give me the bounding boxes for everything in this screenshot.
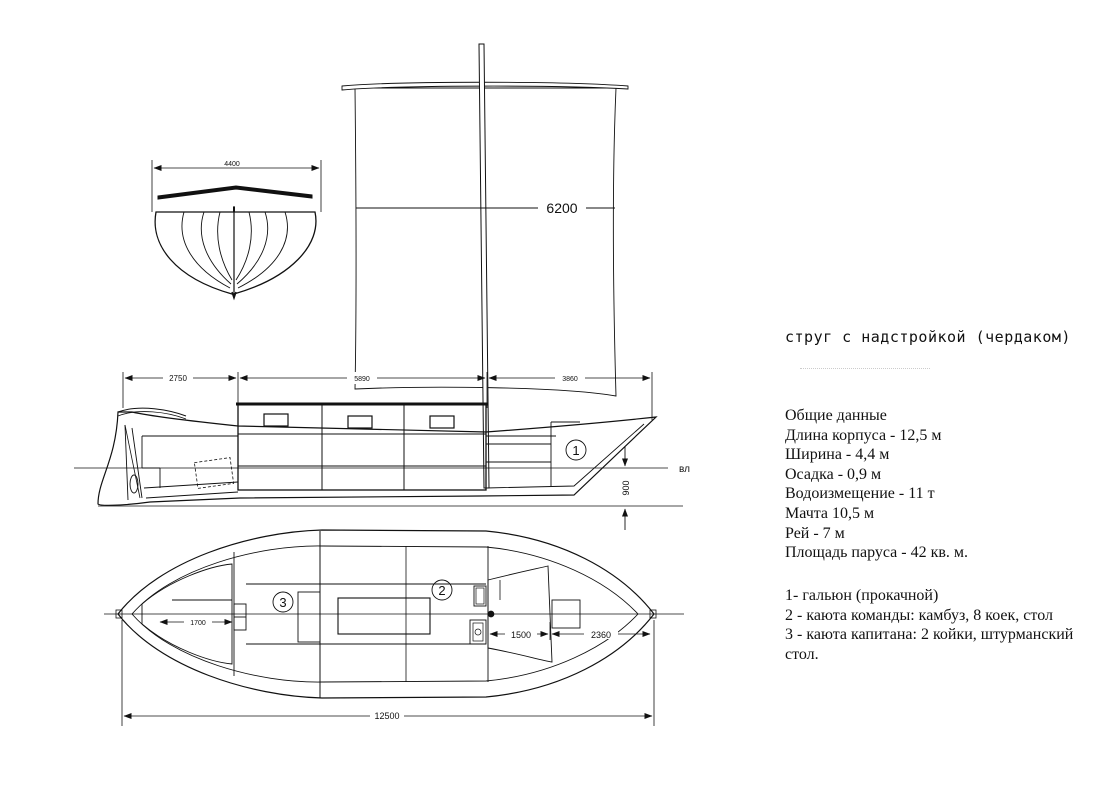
bow-gap-label: 2360 [591,630,611,640]
specs-block: Общие данные Длина корпуса - 12,5 м Шири… [785,406,1085,563]
hull-side-outline [97,411,658,506]
spec-displacement: Водоизмещение - 11 т [785,485,935,503]
sail-and-mast [341,43,629,489]
cabin-gap-label: 1500 [511,630,531,640]
legend-item-3: 3 - каюта капитана: 2 койки, штурманский… [785,626,1074,663]
total-length-label: 12500 [374,711,399,721]
specs-heading: Общие данные [785,407,887,424]
spec-mast: Мачта 10,5 м [785,504,875,522]
hull-width-label: 4400 [224,161,240,168]
hull-plan-outline [117,529,655,699]
stern-length-label: 2750 [169,374,187,383]
marker-2-circle [431,579,453,601]
side-view [74,402,683,530]
yard [341,81,629,91]
draft-label: 900 [621,480,631,495]
spec-beam: Ширина - 4,4 м [785,446,890,464]
waterline-label: вл [679,464,690,475]
drawing-title: струг с надстройкой (чердаком) [785,328,1071,346]
spec-sail-area: Площадь паруса - 42 кв. м. [785,544,969,562]
sail-height-label: 6200 [546,200,577,216]
mast [478,43,490,489]
section-view [151,160,322,301]
captain-cabin-length-label: 1700 [190,620,206,627]
title-underline [800,368,930,369]
legend-item-2: 2 - каюта команды: камбуз, 8 коек, стол [785,606,1053,624]
mid-length-label: 5890 [354,376,370,383]
marker-3-circle [272,591,294,613]
hull-section-outline [154,211,317,295]
marker-2-label: 2 [438,583,445,598]
spec-draft: Осадка - 0,9 м [785,465,882,483]
plan-view [104,529,684,726]
marker-1-circle [565,439,587,461]
legend-item-1: 1- гальюн (прокачной) [785,587,939,604]
spec-hull-length: Длина корпуса - 12,5 м [785,426,942,444]
spec-yard: Рей - 7 м [785,524,845,542]
sail-outline [354,87,617,397]
legend-block: 1- гальюн (прокачной) 2 - каюта команды:… [785,586,1085,664]
marker-3-label: 3 [279,595,286,610]
superstructure [237,403,487,491]
marker-1-label: 1 [572,443,579,458]
bow-length-label: 3860 [562,376,578,383]
